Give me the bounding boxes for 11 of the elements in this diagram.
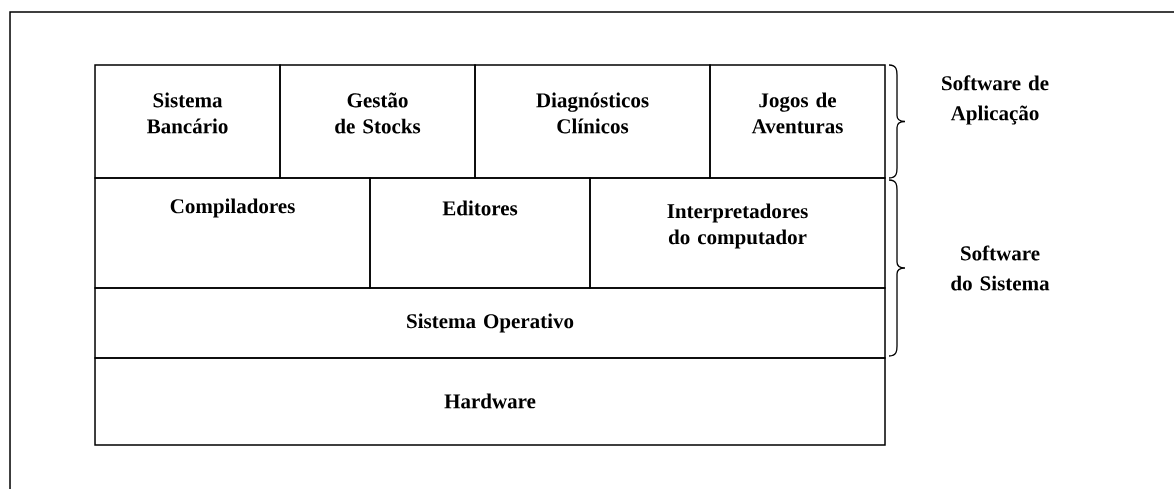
layer-box: Jogos de Aventuras [709,64,886,179]
layer-box: Editores [369,177,591,289]
bracket-label: Software de Aplicação [942,75,1049,125]
layer-box: Diagnósticos Clínicos [474,64,711,179]
bracket-label: Software do Sistema [951,245,1050,291]
layer-box: Hardware [94,357,886,446]
layer-box: Compiladores [94,177,371,289]
layer-box: Gestão de Stocks [279,64,476,179]
layer-box: Sistema Operativo [94,287,886,359]
layer-box: Interpretadores do computador [589,177,886,289]
layer-box: Sistema Bancário [94,64,281,179]
